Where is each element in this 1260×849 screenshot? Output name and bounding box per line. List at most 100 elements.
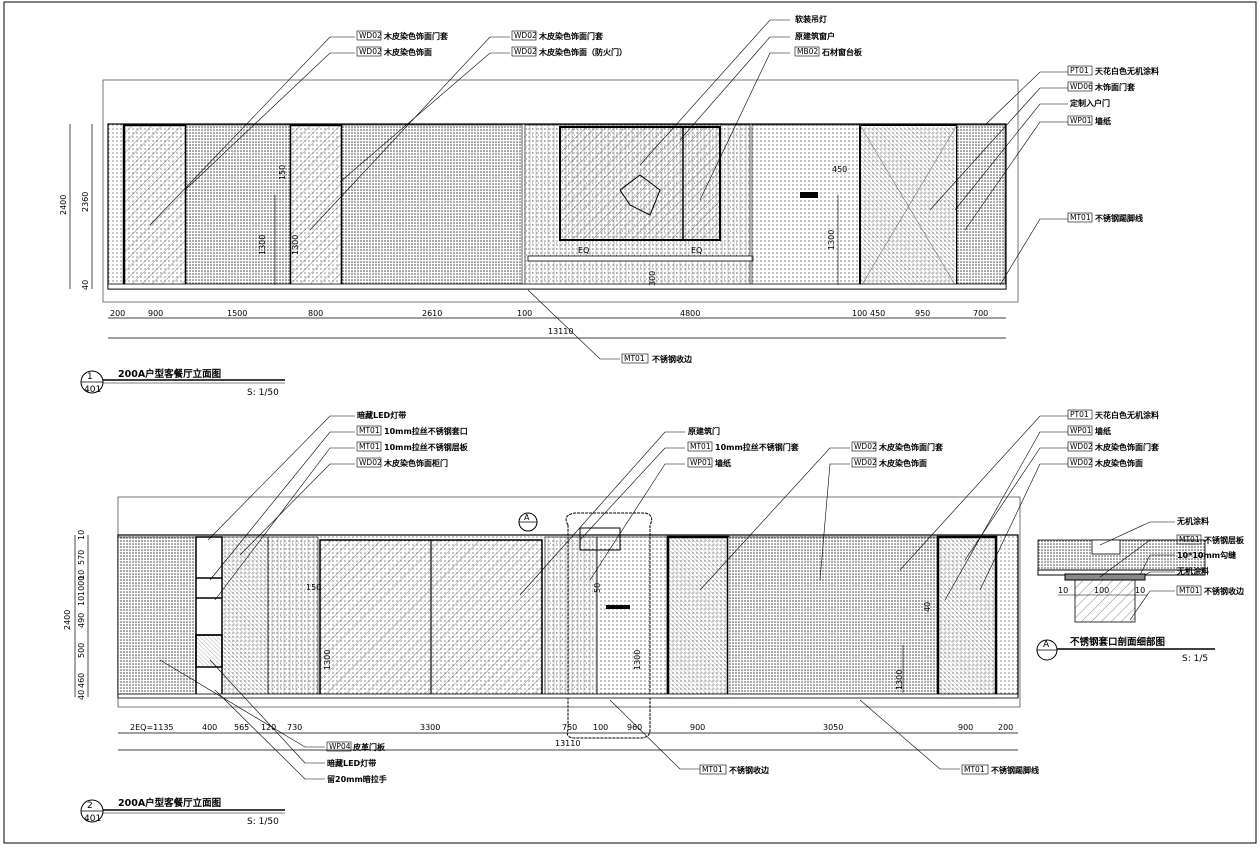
svg-text:10*10mm勾缝: 10*10mm勾缝 <box>1177 550 1236 560</box>
elev2-callouts-left: 暗藏LED灯带 MT01 10mm拉丝不锈钢套口 MT01 10mm拉丝不锈钢层… <box>356 410 469 468</box>
callout-text: 原建筑窗户 <box>795 31 835 41</box>
svg-text:WD02: WD02 <box>854 442 877 451</box>
svg-text:40: 40 <box>923 602 932 612</box>
svg-text:1300: 1300 <box>258 235 267 255</box>
svg-text:木皮染色饰面: 木皮染色饰面 <box>1094 458 1143 468</box>
detail-labels: 无机涂料 MT01 不锈钢层板 10*10mm勾缝 无机涂料 MT01 不锈钢收… <box>1043 516 1245 664</box>
svg-text:暗藏LED灯带: 暗藏LED灯带 <box>357 410 406 420</box>
window-sill <box>527 255 754 262</box>
svg-text:2EQ=1135: 2EQ=1135 <box>130 723 174 732</box>
svg-text:S: 1/50: S: 1/50 <box>247 817 279 827</box>
svg-text:2360: 2360 <box>81 192 90 212</box>
elev2-callouts-right: PT01 天花白色无机涂料 WP01 墙纸 WD02 木皮染色饰面门套 WD02… <box>1067 409 1160 468</box>
svg-text:EQ: EQ <box>691 246 702 255</box>
svg-text:暗藏LED灯带: 暗藏LED灯带 <box>327 758 376 768</box>
svg-text:PT01: PT01 <box>1070 410 1089 419</box>
callout-text: 木饰面门套 <box>1094 82 1136 92</box>
svg-text:1300: 1300 <box>827 230 836 250</box>
svg-text:4800: 4800 <box>680 309 700 318</box>
svg-text:MT01: MT01 <box>690 442 711 451</box>
svg-text:150: 150 <box>278 165 287 180</box>
svg-text:MT01: MT01 <box>1179 586 1200 595</box>
svg-text:天花白色无机涂料: 天花白色无机涂料 <box>1095 410 1159 420</box>
svg-text:10: 10 <box>77 570 86 580</box>
svg-text:MT01: MT01 <box>359 442 380 451</box>
detail-core <box>1074 579 1136 623</box>
elev1-title: 1 401 200A户型客餐厅立面图 S: 1/50 <box>84 368 279 398</box>
shelf-column <box>195 536 223 698</box>
svg-text:无机涂料: 无机涂料 <box>1176 516 1209 526</box>
svg-text:A: A <box>524 513 530 522</box>
svg-text:800: 800 <box>308 309 323 318</box>
svg-text:13110: 13110 <box>548 327 573 336</box>
svg-text:MT01: MT01 <box>964 765 985 774</box>
svg-text:900: 900 <box>690 723 705 732</box>
svg-text:MT01: MT01 <box>702 765 723 774</box>
svg-text:10mm拉丝不锈钢套口: 10mm拉丝不锈钢套口 <box>384 426 468 436</box>
elev2-dims: 2EQ=1135 400 565 120 730 3300 750 100 96… <box>63 513 1013 748</box>
tag: MB02 <box>797 47 818 56</box>
svg-text:WP01: WP01 <box>1070 426 1092 435</box>
svg-text:A: A <box>1043 640 1050 650</box>
svg-text:570: 570 <box>77 550 86 565</box>
svg-text:40: 40 <box>77 690 86 700</box>
door-mid <box>288 123 344 290</box>
svg-text:40: 40 <box>81 280 90 290</box>
svg-text:2610: 2610 <box>422 309 442 318</box>
svg-text:2: 2 <box>87 801 93 811</box>
tag: MT01 <box>624 354 645 363</box>
svg-text:120: 120 <box>261 723 276 732</box>
svg-text:S: 1/5: S: 1/5 <box>1182 654 1208 664</box>
callout-text: 木皮染色饰面门套 <box>538 31 604 41</box>
svg-text:3050: 3050 <box>823 723 843 732</box>
svg-text:不锈钢收边: 不锈钢收边 <box>729 765 770 775</box>
svg-text:1300: 1300 <box>633 650 642 670</box>
elevation-1-frame <box>102 79 1019 303</box>
svg-text:200A户型客餐厅立面图: 200A户型客餐厅立面图 <box>118 368 221 380</box>
door-2-mid <box>666 535 730 699</box>
svg-text:MT01: MT01 <box>1179 535 1200 544</box>
callout-text: 墙纸 <box>1095 116 1111 126</box>
callout-text: 木皮染色饰面门套 <box>383 31 449 41</box>
svg-text:1300: 1300 <box>323 650 332 670</box>
svg-text:900: 900 <box>958 723 973 732</box>
elev1-callouts-right: PT01 天花白色无机涂料 WD06 木饰面门套 定制入户门 WP01 墙纸 M… <box>1067 65 1159 223</box>
elevation-1 <box>69 79 1019 394</box>
elev1-callouts-mid: 软装吊灯 原建筑窗户 MB02 石材窗台板 <box>794 14 863 57</box>
callout-text: 石材窗台板 <box>821 47 863 57</box>
svg-text:10mm拉丝不锈钢层板: 10mm拉丝不锈钢层板 <box>384 442 469 452</box>
elev2-callouts-mid: 原建筑门 MT01 10mm拉丝不锈钢门套 WP01 墙纸 <box>687 426 800 468</box>
svg-text:木皮染色饰面门套: 木皮染色饰面门套 <box>1094 442 1160 452</box>
curtain-left <box>267 536 319 698</box>
wood-panel-1 <box>185 124 291 289</box>
window <box>559 126 721 241</box>
wood-panel-2 <box>341 124 523 289</box>
callout-text: 软装吊灯 <box>795 14 827 24</box>
sheet-border <box>3 1 1257 844</box>
svg-text:200: 200 <box>998 723 1013 732</box>
svg-text:100: 100 <box>593 723 608 732</box>
shelf-box-dark <box>195 634 223 668</box>
svg-text:700: 700 <box>973 309 988 318</box>
tag: WD02 <box>514 31 537 40</box>
svg-text:200A户型客餐厅立面图: 200A户型客餐厅立面图 <box>118 797 221 809</box>
svg-text:100: 100 <box>852 309 867 318</box>
svg-text:皮革门板: 皮革门板 <box>352 742 386 752</box>
pendant-lamp <box>619 174 661 216</box>
svg-text:10: 10 <box>1058 586 1068 595</box>
callout-text: 木皮染色饰面 <box>383 47 432 57</box>
svg-text:WD02: WD02 <box>359 458 382 467</box>
svg-text:EQ: EQ <box>578 246 589 255</box>
callout-text: 不锈钢收边 <box>652 354 693 364</box>
callout-text: 定制入户门 <box>1069 98 1110 108</box>
curtain-right <box>544 536 598 698</box>
svg-text:13110: 13110 <box>555 739 580 748</box>
tag: WD02 <box>514 47 537 56</box>
svg-text:不锈钢收边: 不锈钢收边 <box>1204 586 1245 596</box>
svg-text:WP04: WP04 <box>329 742 351 751</box>
svg-text:460: 460 <box>77 673 86 688</box>
tag: WD02 <box>359 47 382 56</box>
skirting-2 <box>117 693 1019 699</box>
elev1-dims: 200 900 1500 800 2610 100 4800 100 450 9… <box>59 165 988 336</box>
